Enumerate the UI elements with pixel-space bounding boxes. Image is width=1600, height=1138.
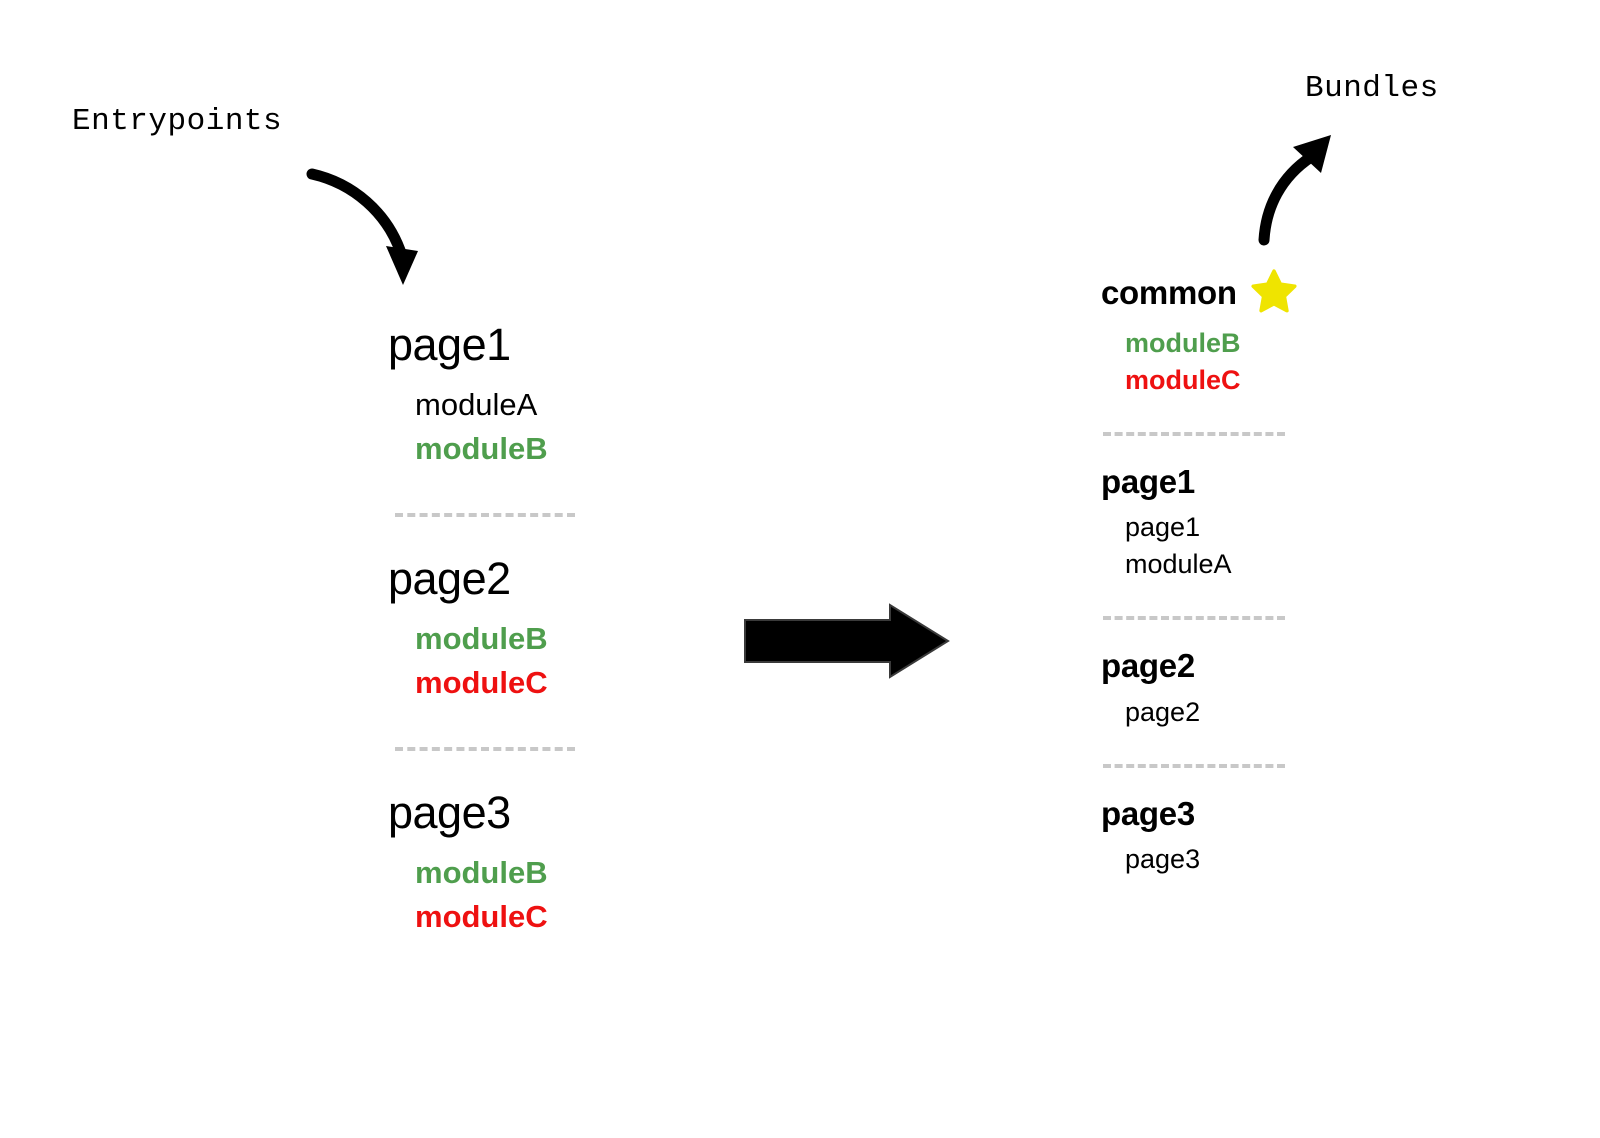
bundle-group-title: page1 xyxy=(1101,462,1421,500)
group-divider xyxy=(395,747,575,752)
module-item: moduleA xyxy=(1125,549,1232,580)
module-item: moduleB xyxy=(1125,328,1241,358)
group-divider xyxy=(395,513,575,518)
module-item: page3 xyxy=(1125,843,1201,874)
group-divider xyxy=(1103,763,1285,768)
bundle-group-page1: page1 page1 moduleA xyxy=(1101,462,1421,583)
bundle-group-title: common xyxy=(1101,269,1421,316)
module-item: page2 xyxy=(1125,696,1201,727)
module-item: moduleC xyxy=(415,664,548,700)
entrypoint-module-list: moduleA moduleB xyxy=(388,383,688,470)
entrypoint-group-title: page2 xyxy=(388,553,511,605)
star-icon xyxy=(1251,269,1297,313)
block-arrow-right-icon xyxy=(744,603,950,679)
bundle-module-list: page3 xyxy=(1101,841,1421,878)
entrypoint-module-list: moduleB moduleC xyxy=(388,851,688,938)
bundle-group-title-label: page1 xyxy=(1101,462,1195,500)
bundle-group-title-label: page2 xyxy=(1101,647,1195,685)
bundle-module-list: page2 xyxy=(1101,694,1421,731)
module-item: moduleB xyxy=(415,430,548,466)
entrypoint-group-title: page3 xyxy=(388,787,511,839)
bundle-group-page2: page2 page2 xyxy=(1101,647,1421,731)
entrypoint-group-page1: page1 moduleA moduleB xyxy=(388,319,688,470)
bundle-group-title: page3 xyxy=(1101,794,1421,832)
entrypoint-module-list: moduleB moduleC xyxy=(388,617,688,704)
entrypoint-group-page2: page2 moduleB moduleC xyxy=(388,553,688,704)
entrypoints-caption: Entrypoints xyxy=(72,104,283,139)
bundle-group-title: page2 xyxy=(1101,647,1421,685)
module-item: moduleC xyxy=(415,898,548,934)
bundles-caption: Bundles xyxy=(1305,71,1439,106)
entrypoint-group-page3: page3 moduleB moduleC xyxy=(388,790,688,938)
module-item: moduleA xyxy=(415,386,538,422)
module-item: moduleB xyxy=(415,855,548,891)
bundle-group-title-label: page3 xyxy=(1101,794,1195,832)
bundle-module-list: moduleB moduleC xyxy=(1101,325,1421,399)
bundles-column: common moduleB moduleC page1 page1 modul… xyxy=(1101,269,1421,878)
module-item: moduleB xyxy=(415,621,548,656)
curved-arrow-down-right-icon xyxy=(306,168,418,285)
entrypoint-group-title: page1 xyxy=(388,319,511,370)
group-divider xyxy=(1103,431,1285,436)
group-divider xyxy=(1103,616,1285,621)
entrypoints-column: page1 moduleA moduleB page2 moduleB modu… xyxy=(388,319,688,939)
module-item: page1 xyxy=(1125,512,1201,543)
bundle-group-common: common moduleB moduleC xyxy=(1101,269,1421,399)
bundle-group-title-label: common xyxy=(1101,273,1237,311)
module-item: moduleC xyxy=(1125,364,1241,395)
curved-arrow-up-right-icon xyxy=(1258,135,1331,246)
bundle-module-list: page1 moduleA xyxy=(1101,509,1421,583)
bundle-group-page3: page3 page3 xyxy=(1101,794,1421,878)
